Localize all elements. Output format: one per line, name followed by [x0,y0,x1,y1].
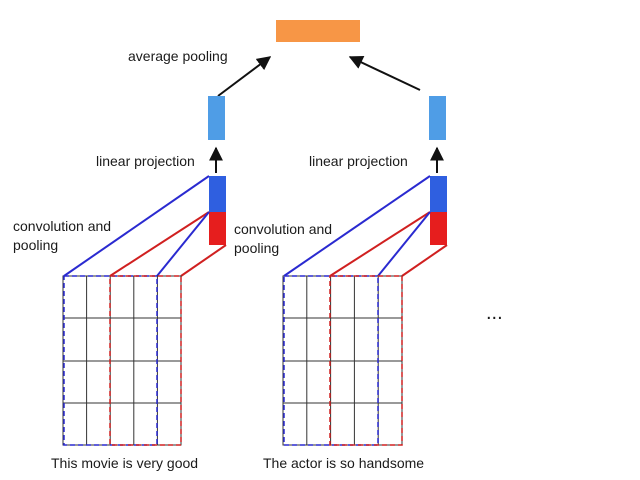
projected-vector-left [208,96,225,140]
conv-window-line-red-right [329,211,431,277]
sentence-caption-left: This movie is very good [51,455,198,471]
conv-pooling-label-left-line2: pooling [13,237,58,253]
conv-window-line-red-left [109,211,210,277]
sentence-branch-right: linear projection convolution and poolin… [234,96,448,471]
left-to-pool-arrow [217,56,272,97]
conv-pooling-label-right-line2: pooling [234,240,279,256]
word-matrix-left [62,275,182,446]
conv-window-line-blue-right [283,175,431,277]
conv-window-line-red-end-right [401,244,448,277]
conv-feature-red-right [430,212,447,245]
conv-window-line-blue-end-left [156,211,210,277]
linear-projection-label-right: linear projection [309,153,408,169]
conv-feature-red-left [209,212,226,245]
word-matrix-right [282,275,403,446]
conv-window-line-red-end-left [180,244,227,277]
conv-window-line-blue-end-right [377,211,431,277]
conv-pooling-label-left-line1: convolution and [13,218,111,234]
conv-window-line-blue-left [63,175,210,277]
conv-window-red-right [329,275,403,446]
conv-window-blue-right [283,275,379,446]
more-sentences-ellipsis: ... [486,302,503,324]
sentence-caption-right: The actor is so handsome [263,455,424,471]
linear-projection-label-left: linear projection [96,153,195,169]
conv-window-red-left [109,275,182,446]
conv-pooling-label-right-line1: convolution and [234,221,332,237]
right-to-pool-arrow [348,56,421,91]
pooled-output-box [276,20,360,42]
conv-window-blue-left [63,275,158,446]
conv-feature-blue-left [209,176,226,212]
projected-vector-right [429,96,446,140]
sentence-branch-left: linear projection convolution and poolin… [13,96,227,471]
average-pooling-label: average pooling [128,48,228,64]
conv-feature-blue-right [430,176,447,212]
